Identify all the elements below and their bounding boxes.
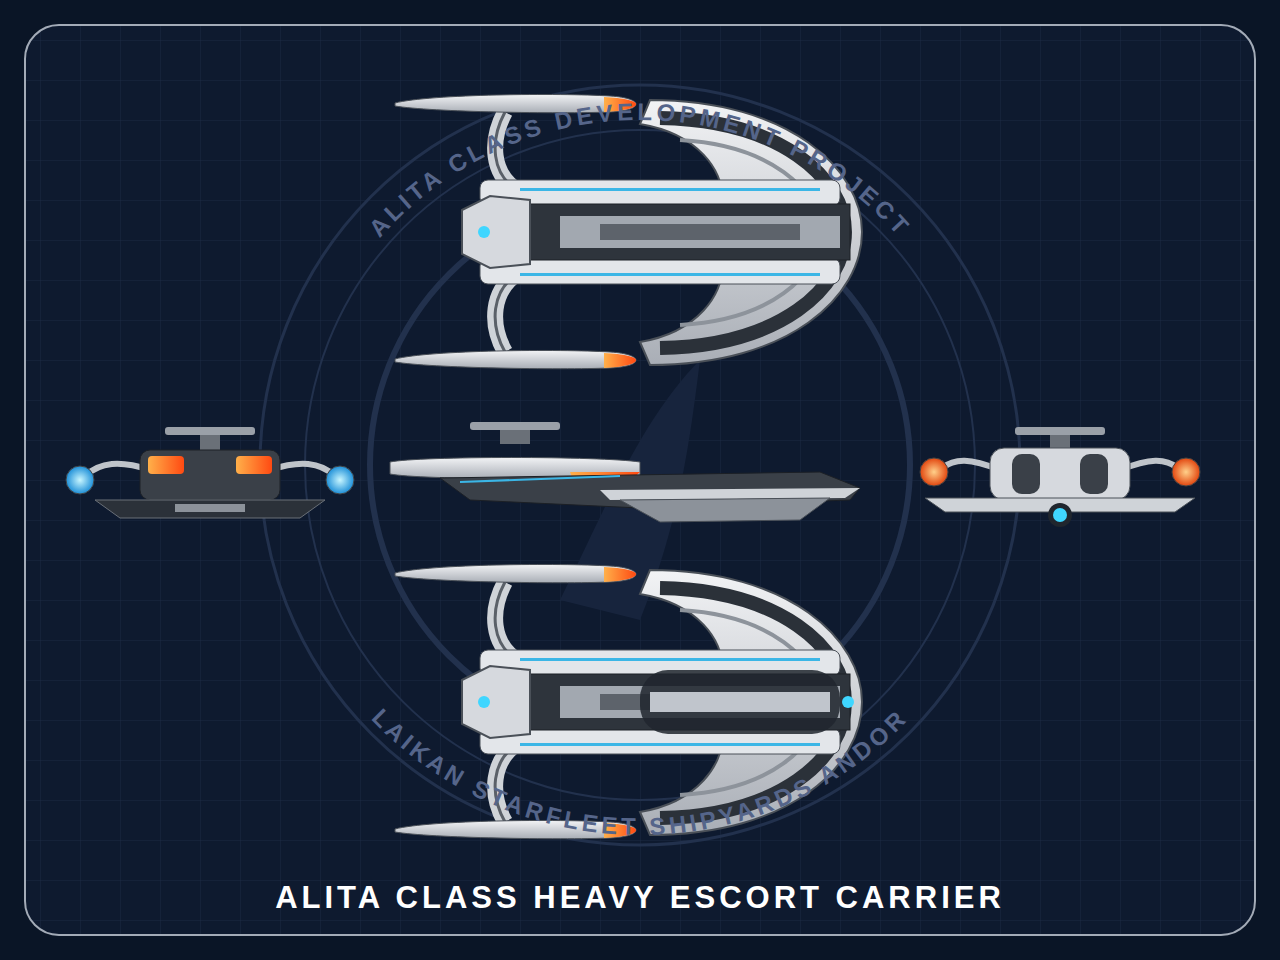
ship-part [650,692,830,712]
ship-part [460,476,620,482]
ship-part: ALITA CLASS DEVELOPMENT PROJECT [363,98,916,242]
ship-part [920,458,948,486]
ship-part [470,422,560,430]
ship-part [175,504,245,512]
panel-border [25,25,1255,935]
ship-part [500,430,530,444]
ship-part [1012,454,1040,494]
ship-part [842,696,854,708]
ship-part: LAIKAN STARFLEET SHIPYARDS ANDOR [367,703,913,840]
ship-part [66,466,94,494]
ship-part [326,466,354,494]
ship-title: ALITA CLASS HEAVY ESCORT CARRIER [0,880,1280,916]
ship-part [1172,458,1200,486]
ship-part [165,427,255,435]
watermark-text: ALITA CLASS DEVELOPMENT PROJECT [363,98,916,242]
ship-part [200,435,220,451]
rear-view [920,427,1200,527]
ship-part [1053,508,1067,522]
front-view [66,427,354,518]
ventral-view [395,564,862,838]
ship-part [1015,427,1105,435]
panel [25,25,1255,935]
ship-part [395,564,862,838]
ship-part [620,498,830,522]
ship-part [148,456,184,474]
watermark-emblem [260,85,1020,845]
ship-part [640,670,840,734]
side-view [390,422,860,522]
ship-part [410,466,560,471]
dorsal-view [395,94,862,368]
ship-part [1080,454,1108,494]
watermark-text: LAIKAN STARFLEET SHIPYARDS ANDOR [367,703,913,840]
ship-part [990,448,1130,500]
ship-part [95,500,325,518]
grid [25,25,1255,935]
ship-part [1048,503,1072,527]
ship-part [140,450,280,500]
ship-part [260,85,1020,845]
ship-part [236,456,272,474]
